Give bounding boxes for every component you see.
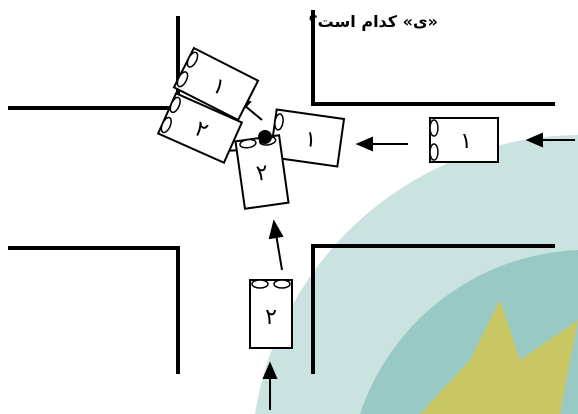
arrow-car1-deflect: [243, 104, 263, 121]
car-2-approach-label: ۲: [265, 305, 277, 330]
road-top-right-corner: [311, 10, 555, 106]
car-2-deflected: ۲: [156, 91, 244, 165]
road-bottom-right-corner: [311, 244, 555, 374]
road-bottom-left-corner: [8, 246, 180, 374]
car-2-collision: ۲: [234, 134, 290, 210]
car-1-approach: ۱: [429, 117, 499, 163]
arrow-car2-move: [275, 233, 283, 271]
car-1-collision-label: ۱: [303, 127, 318, 153]
road-edges: [8, 10, 555, 374]
car-1-approach-label: ۱: [460, 129, 472, 154]
impact-point: [258, 130, 272, 144]
road-top-left-corner: [8, 16, 180, 110]
question-text: «ی» کدام است؟: [308, 12, 438, 31]
car-1-collision: ۱: [268, 108, 346, 168]
car-2-collision-label: ۲: [255, 160, 270, 186]
watermark-logo: [255, 135, 578, 414]
car-2-approach: ۲: [249, 279, 293, 349]
car-1-deflected: ۱: [172, 46, 260, 122]
